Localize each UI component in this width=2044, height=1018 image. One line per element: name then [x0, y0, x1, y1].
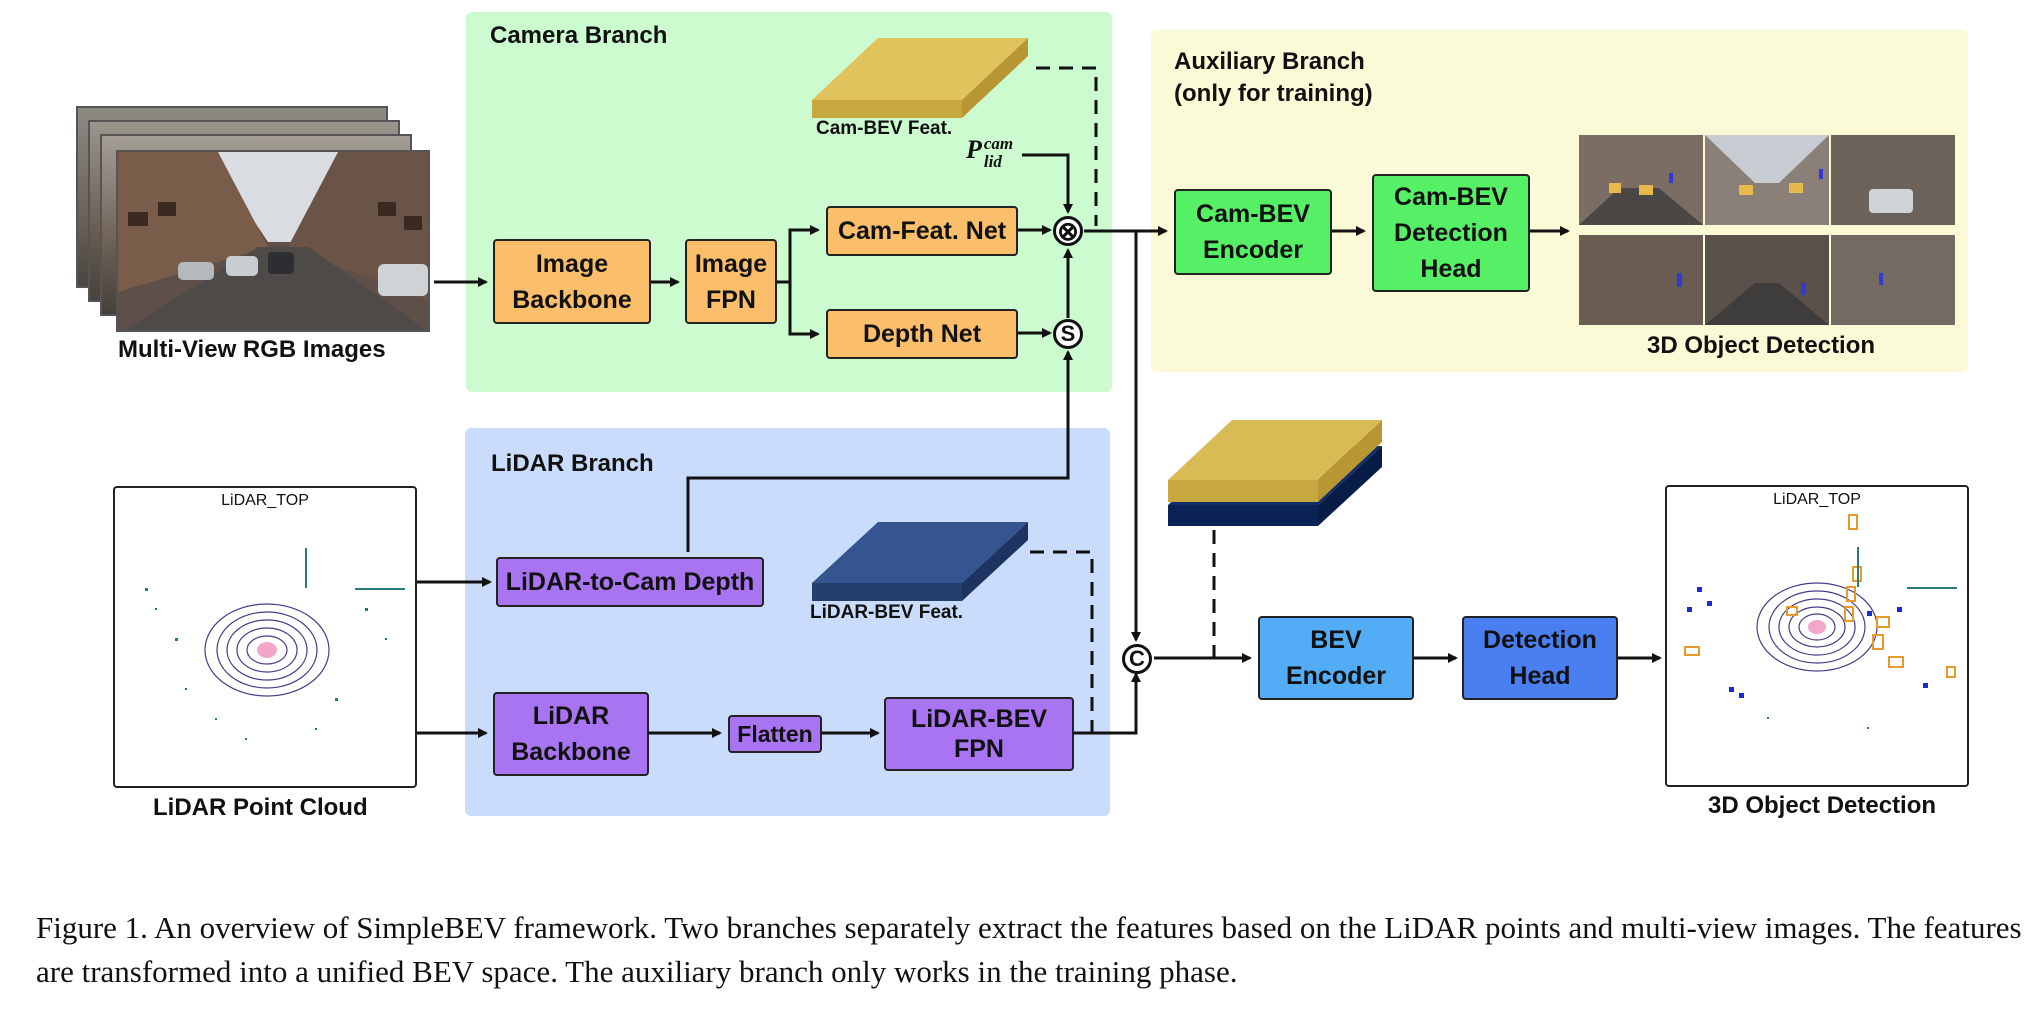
lidar-backbone-block: LiDAR Backbone — [493, 692, 649, 776]
cam-bev-detection-head-block: Cam-BEV Detection Head — [1372, 174, 1530, 292]
arrow-fpn-to-depth — [788, 282, 820, 339]
final-pc-title: LiDAR_TOP — [1773, 491, 1861, 508]
arrow-lidarfpn-to-concat — [1072, 672, 1141, 735]
multiply-operator: ⊗ — [1053, 216, 1083, 246]
cam-bev-encoder-block: Cam-BEV Encoder — [1174, 189, 1332, 275]
p-sub: lid — [983, 152, 1002, 171]
fused-feature-slab — [1168, 420, 1382, 526]
rgb-images-label: Multi-View RGB Images — [118, 336, 386, 363]
dashed-cambev-feat — [1036, 66, 1098, 226]
concat-operator: C — [1122, 644, 1152, 674]
final-detection-label: 3D Object Detection — [1708, 792, 1937, 819]
multi-view-rgb-images — [76, 106, 430, 332]
cam-bev-feat-label: Cam-BEV Feat. — [816, 118, 953, 139]
splat-operator: S — [1053, 319, 1083, 349]
rgb-view-front — [116, 150, 430, 332]
image-fpn-block: Image FPN — [685, 239, 777, 324]
pc-title: LiDAR_TOP — [221, 492, 309, 509]
depth-net-block: Depth Net — [826, 309, 1018, 359]
cam-bev-feature-slab — [812, 38, 1028, 118]
final-detection-image: LiDAR_TOP — [1665, 485, 1969, 787]
lidar-bev-feat-label: LiDAR-BEV Feat. — [810, 602, 964, 623]
lidar-bev-fpn-block: LiDAR-BEV FPN — [884, 697, 1074, 771]
point-cloud-label: LiDAR Point Cloud — [153, 794, 368, 821]
aux-detection-label: 3D Object Detection — [1647, 332, 1876, 359]
cam-feat-net-block: Cam-Feat. Net — [826, 206, 1018, 256]
detection-head-block: Detection Head — [1462, 616, 1618, 700]
arrow-fpn-to-camfeat — [776, 225, 820, 284]
lidar-to-cam-depth-block: LiDAR-to-Cam Depth — [496, 557, 764, 607]
bev-encoder-block: BEV Encoder — [1258, 616, 1414, 700]
arrow-p-to-multiply — [1022, 153, 1073, 214]
image-backbone-block: Image Backbone — [493, 239, 651, 324]
p-main: P — [966, 135, 982, 164]
figure-caption: Figure 1. An overview of SimpleBEV frame… — [36, 910, 2022, 989]
auxiliary-branch-title: Auxiliary Branch (only for training) — [1174, 48, 1373, 107]
lidar-point-cloud-image: LiDAR_TOP — [113, 486, 417, 788]
lidar-bev-feature-slab — [812, 522, 1028, 601]
camera-branch-title: Camera Branch — [490, 22, 668, 49]
arrow-lidardepth-to-splat — [686, 350, 1073, 552]
flatten-block: Flatten — [728, 715, 822, 753]
p-sup: cam — [983, 134, 1014, 153]
lidar-branch-title: LiDAR Branch — [491, 450, 654, 477]
aux-detection-image — [1579, 133, 1955, 325]
